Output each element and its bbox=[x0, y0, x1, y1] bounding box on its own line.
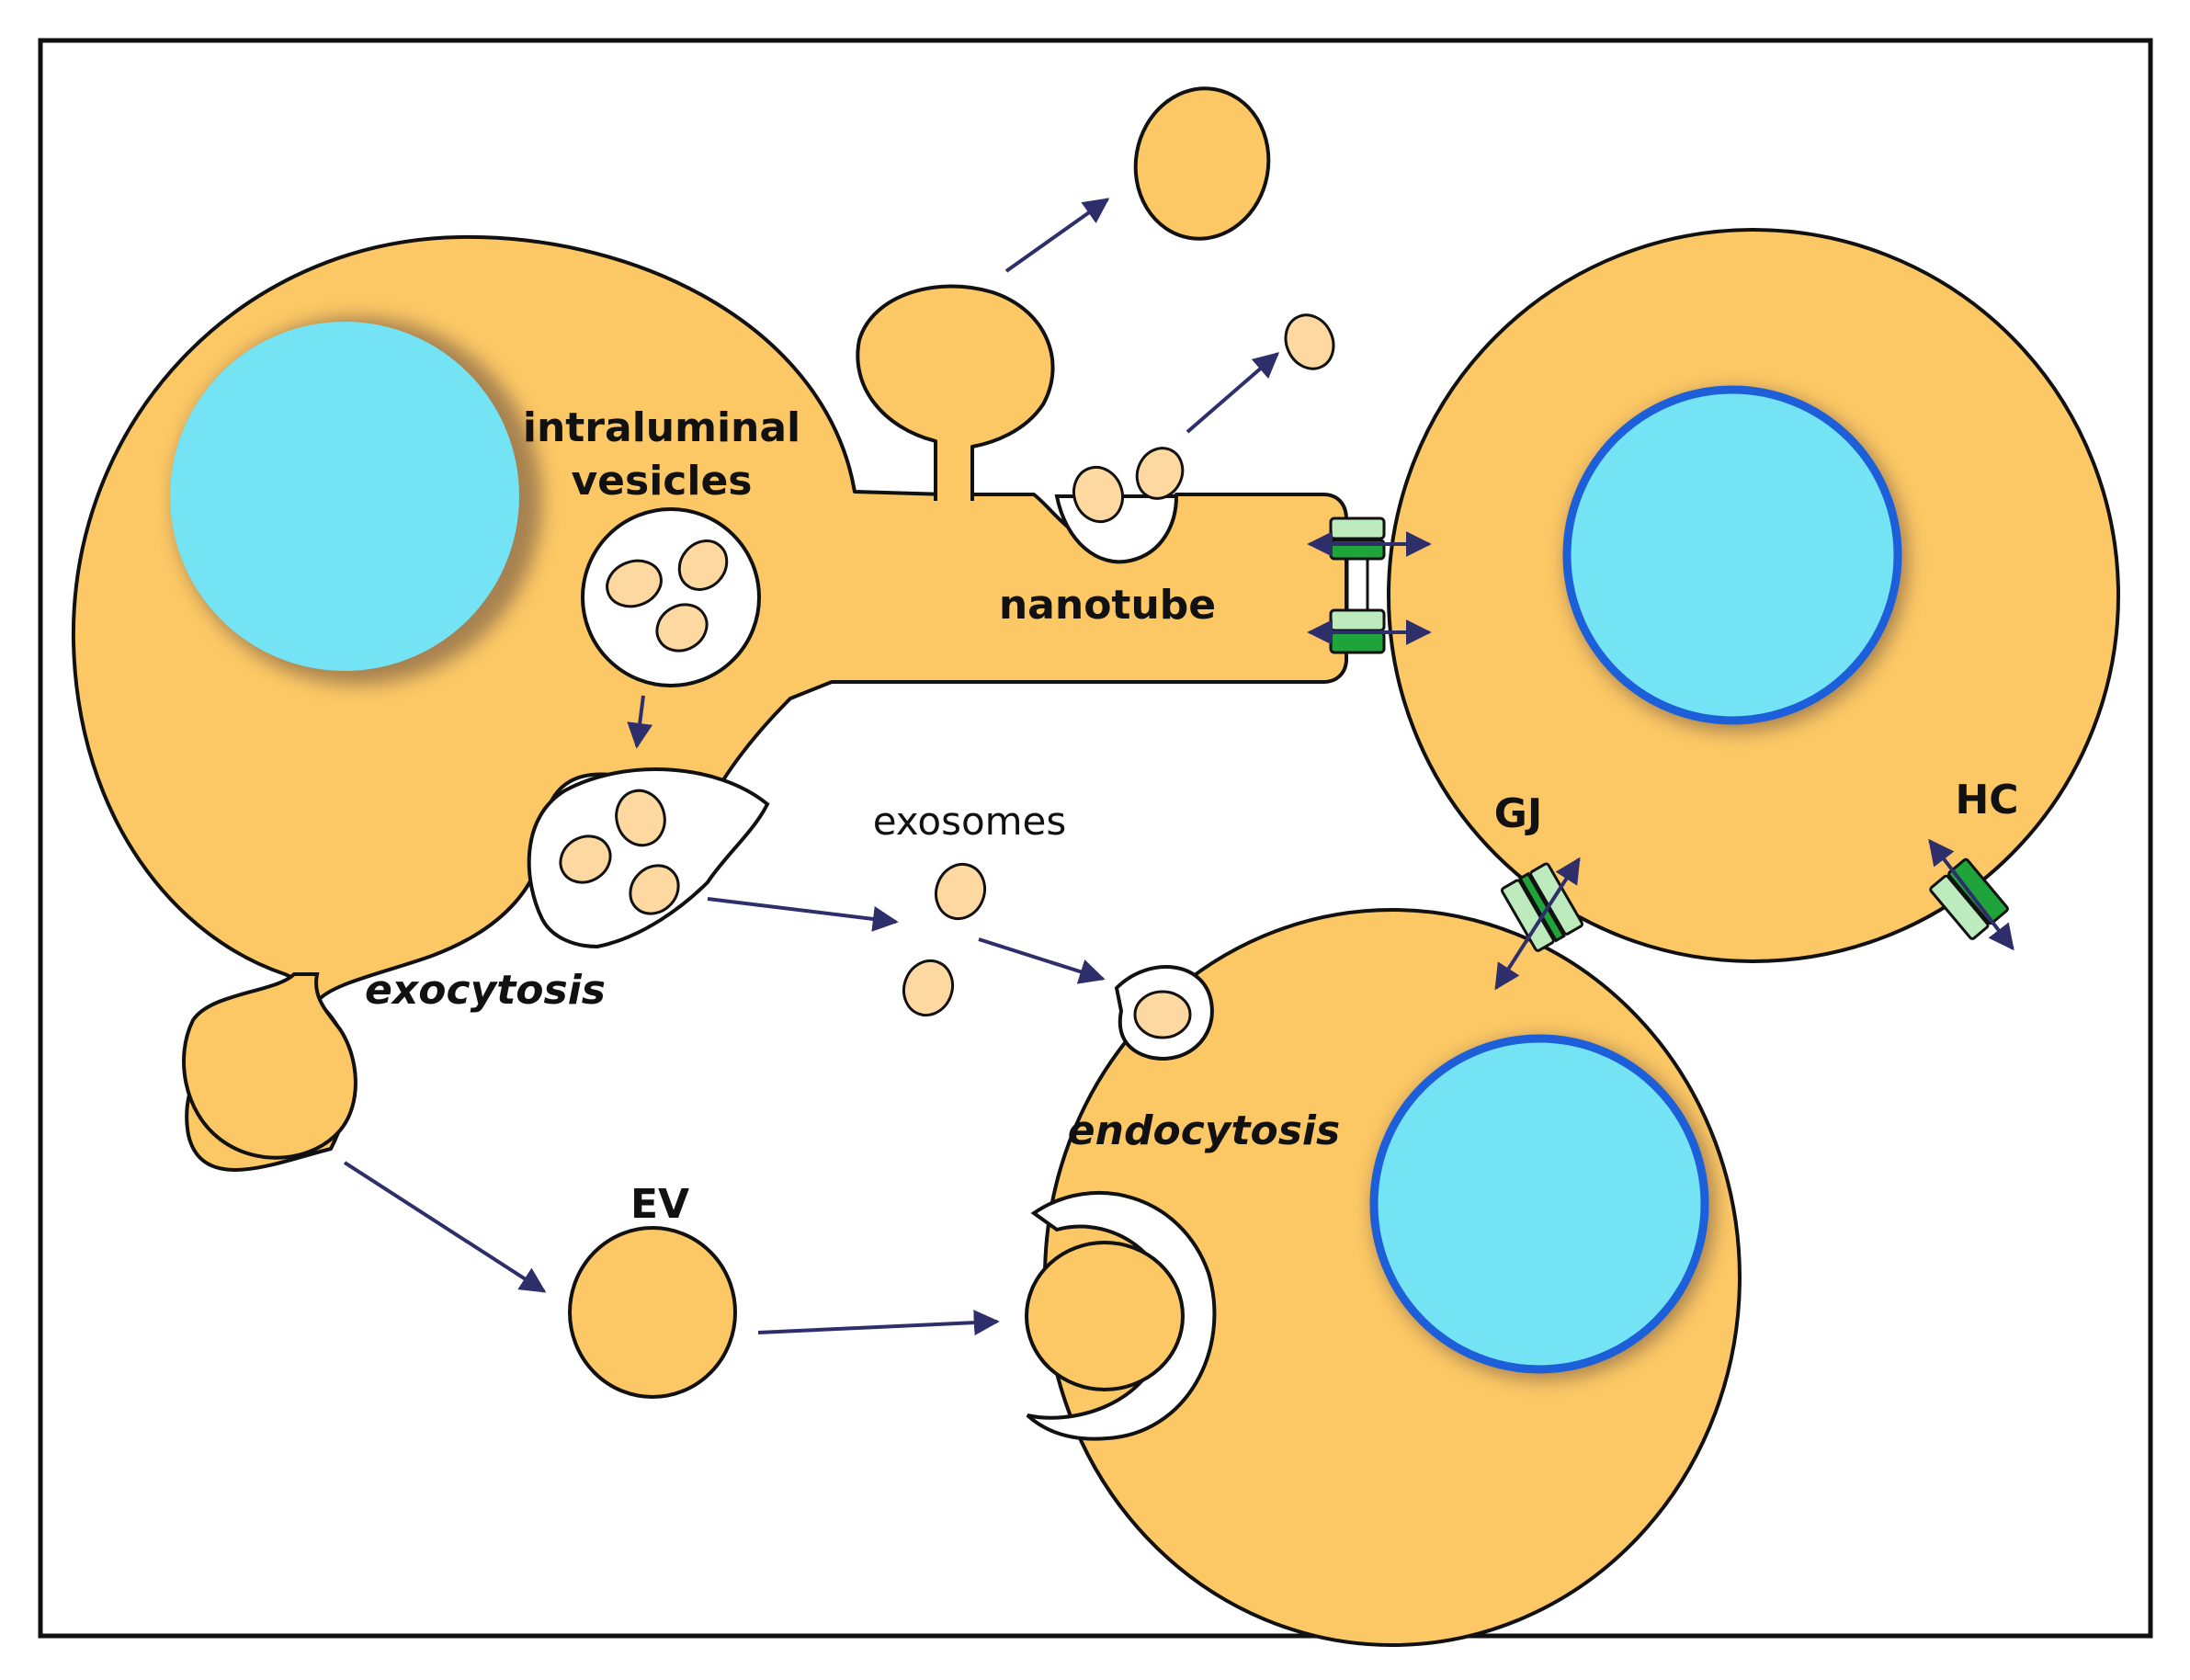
label-exocytosis: exocytosis bbox=[365, 967, 606, 1014]
label-gj: GJ bbox=[1494, 790, 1543, 837]
intraluminal-vesicle-3 bbox=[655, 603, 709, 653]
gj-arrow bbox=[1494, 857, 1581, 991]
engulfed-ev bbox=[1025, 1241, 1185, 1391]
label-exosomes: exosomes bbox=[873, 799, 1067, 844]
engulfed-exosome bbox=[1133, 990, 1192, 1039]
arrow-to-small-vesicle bbox=[1186, 352, 1280, 434]
nanotube-bud-vesicle-1 bbox=[1072, 465, 1124, 524]
hc-arrow bbox=[1928, 838, 2014, 951]
released-small-vesicle bbox=[1284, 313, 1335, 370]
right-cell-nucleus bbox=[1562, 385, 1902, 725]
exocytic-vesicle-2 bbox=[559, 834, 612, 884]
label-hc: HC bbox=[1955, 777, 2018, 823]
free-ev bbox=[568, 1226, 737, 1399]
arrow-ev-to-endocytosis bbox=[757, 1310, 1000, 1336]
ev-bud-shape bbox=[182, 972, 357, 1160]
ev-budding bbox=[182, 972, 357, 1160]
label-ev: EV bbox=[630, 1181, 689, 1228]
intraluminal-vesicle-1 bbox=[606, 559, 663, 608]
exocytic-vesicle-1 bbox=[615, 789, 666, 847]
nanotube-bud-vesicle-2 bbox=[1135, 447, 1185, 500]
arrow-exosomes-to-endocytosis bbox=[978, 937, 1106, 984]
arrow-exocytosis-to-exosomes bbox=[707, 897, 899, 932]
right-cell bbox=[1387, 228, 2120, 963]
intraluminal-vesicle-2 bbox=[677, 539, 729, 591]
free-exosome-1 bbox=[935, 862, 986, 921]
arrow-to-released-vesicle bbox=[1004, 198, 1110, 273]
left-cell-nucleus bbox=[170, 322, 519, 671]
label-vesicles: vesicles bbox=[572, 458, 753, 505]
bottom-cell-nucleus bbox=[1369, 1034, 1709, 1374]
flow-arrows bbox=[343, 198, 1280, 1336]
budding-microvesicle bbox=[856, 284, 1055, 501]
arrow-bud-to-ev bbox=[343, 1161, 547, 1293]
arrow-mvb-to-exocytosis bbox=[627, 695, 653, 749]
left-cell bbox=[71, 234, 1348, 1172]
gap-junction-nanotube bbox=[1307, 516, 1432, 654]
label-nanotube: nanotube bbox=[999, 582, 1216, 629]
label-endocytosis: endocytosis bbox=[1068, 1107, 1340, 1154]
released-microvesicle bbox=[1133, 86, 1271, 241]
label-intraluminal: intraluminal bbox=[523, 404, 800, 451]
free-exosome-2 bbox=[902, 959, 954, 1017]
bottom-cell bbox=[1025, 908, 1742, 1647]
exocytic-vesicle-3 bbox=[629, 864, 680, 915]
budding-stalk bbox=[856, 284, 1055, 501]
exocytosis-pocket bbox=[527, 767, 770, 949]
